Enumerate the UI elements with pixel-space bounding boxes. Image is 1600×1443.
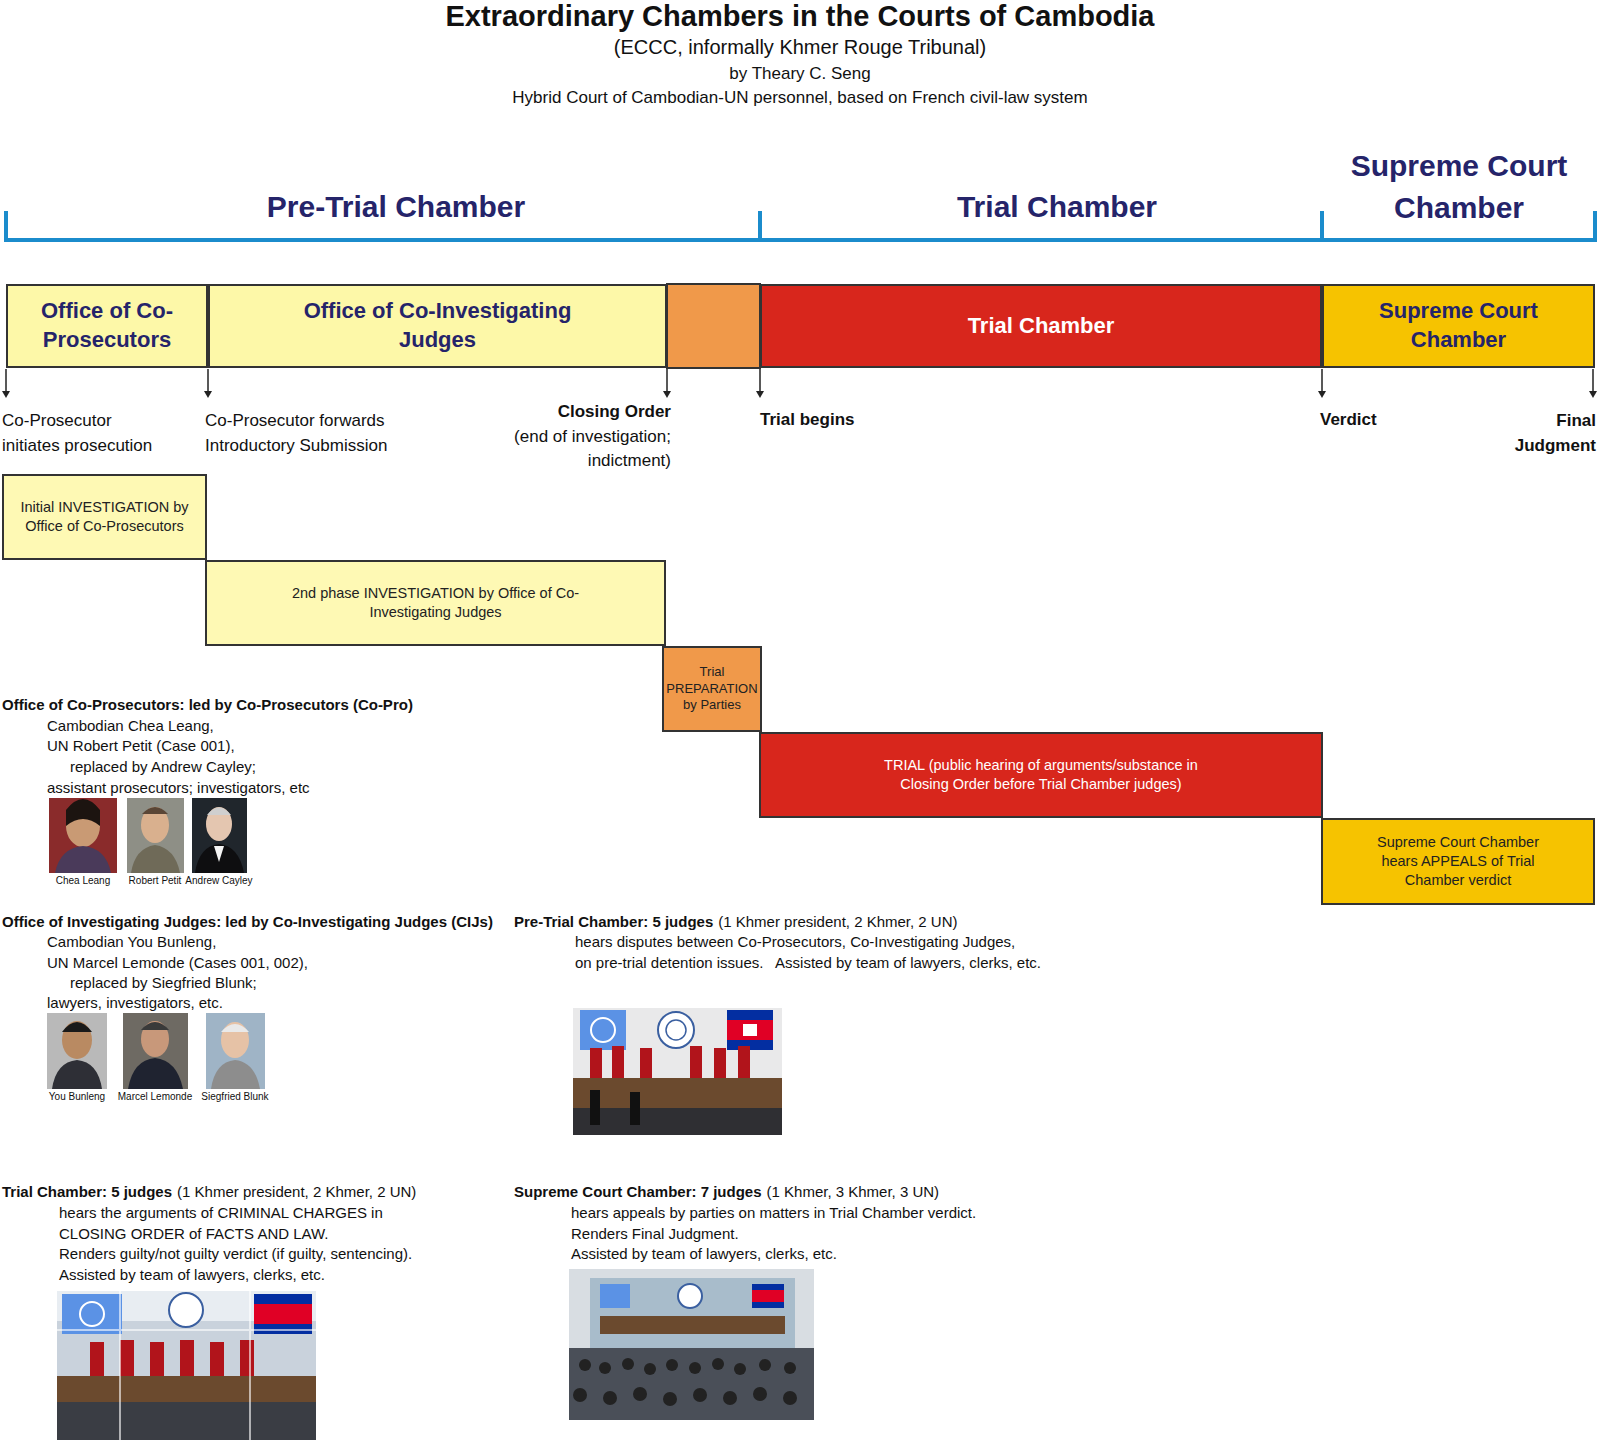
portrait-photo	[47, 1013, 107, 1089]
courtroom-photo	[57, 1291, 316, 1440]
box-text: Trial PREPARATION by Parties	[666, 664, 758, 715]
note-text: CLOSING ORDER of FACTS AND LAW.	[59, 1225, 329, 1243]
photo-caption: Robert Petit	[120, 875, 190, 887]
box-text: Supreme Court Chamber hears APPEALS of T…	[1368, 833, 1548, 890]
trial-preparation-band	[667, 284, 760, 368]
section-heading: Pre-Trial Chamber	[146, 189, 646, 225]
courtroom-photo	[569, 1269, 814, 1420]
box-text: TRIAL (public hearing of arguments/subst…	[866, 756, 1216, 794]
box-text: Trial Chamber	[841, 312, 1241, 341]
phase-bar: Supreme Court Chamber hears APPEALS of T…	[1321, 818, 1595, 905]
note-text: (1 Khmer president, 2 Khmer, 2 UN)	[177, 1183, 416, 1201]
office-box: Office of Co-Prosecutors	[6, 284, 208, 368]
photo-caption: Siegfried Blunk	[196, 1091, 274, 1103]
note-text: UN Marcel Lemonde (Cases 001, 002),	[47, 954, 308, 972]
note-text: (1 Khmer president, 2 Khmer, 2 UN)	[718, 913, 957, 931]
note-text: Cambodian You Bunleng,	[47, 933, 216, 951]
box-text: Office of Co-Prosecutors	[12, 297, 202, 354]
note-text: Office of Co-Prosecutors: led by Co-Pros…	[2, 696, 413, 714]
milestone-label: Trial begins	[760, 410, 854, 430]
note-text: UN Robert Petit (Case 001),	[47, 737, 235, 755]
note-text: lawyers, investigators, etc.	[47, 994, 223, 1012]
courtroom-photo	[573, 984, 782, 1135]
phase-bar: Trial PREPARATION by Parties	[662, 646, 762, 732]
milestone-label: Co-Prosecutor initiates prosecution	[2, 408, 172, 458]
photo-caption: Marcel Lemonde	[115, 1091, 195, 1103]
timeline-arrows	[2, 369, 1597, 398]
note-text: replaced by Siegfried Blunk;	[70, 974, 257, 992]
photo-caption: Chea Leang	[43, 875, 123, 887]
note-text: Assisted by team of lawyers, clerks, etc…	[59, 1266, 325, 1284]
phase-bar: TRIAL (public hearing of arguments/subst…	[759, 732, 1323, 818]
milestone-label: (end of investigation; indictment)	[496, 425, 671, 473]
portrait-photo	[127, 798, 184, 873]
note-text: hears appeals by parties on matters in T…	[571, 1204, 976, 1222]
portrait-photo	[192, 798, 247, 873]
section-heading: Trial Chamber	[807, 189, 1307, 225]
note-text: (1 Khmer, 3 Khmer, 3 UN)	[767, 1183, 940, 1201]
photo-caption: Andrew Cayley	[184, 875, 254, 887]
section-heading: Supreme Court Chamber	[1339, 145, 1579, 229]
note-text: Trial Chamber: 5 judges	[2, 1183, 172, 1201]
portrait-photo	[206, 1013, 265, 1089]
note-text: Cambodian Chea Leang,	[47, 717, 214, 735]
box-text: Supreme Court Chamber	[1359, 297, 1559, 354]
chamber-box: Supreme Court Chamber	[1322, 284, 1595, 368]
milestone-label: Closing Order	[471, 402, 671, 422]
note-text: Supreme Court Chamber: 7 judges	[514, 1183, 762, 1201]
portrait-photo	[49, 798, 117, 873]
note-text: Office of Investigating Judges: led by C…	[2, 913, 493, 931]
phase-bar: 2nd phase INVESTIGATION by Office of Co-…	[205, 560, 666, 646]
subtitle: (ECCC, informally Khmer Rouge Tribunal)	[350, 35, 1250, 59]
note-text: hears disputes between Co-Prosecutors, C…	[575, 933, 1015, 951]
box-text: 2nd phase INVESTIGATION by Office of Co-…	[276, 584, 596, 622]
subtitle: Hybrid Court of Cambodian-UN personnel, …	[350, 88, 1250, 108]
diagram-title: Extraordinary Chambers in the Courts of …	[300, 1, 1300, 33]
milestone-label: Verdict	[1320, 410, 1377, 430]
note-text: Assisted by team of lawyers, clerks, etc…	[571, 1245, 837, 1263]
phase-bar: Initial INVESTIGATION by Office of Co-Pr…	[2, 474, 207, 560]
office-box: Office of Co-Investigating Judges	[208, 284, 667, 368]
note-text: Pre-Trial Chamber: 5 judges	[514, 913, 713, 931]
note-text: hears the arguments of CRIMINAL CHARGES …	[59, 1204, 383, 1222]
subtitle: by Theary C. Seng	[350, 64, 1250, 84]
milestone-label: Co-Prosecutor forwards Introductory Subm…	[205, 408, 420, 458]
photo-caption: You Bunleng	[40, 1091, 114, 1103]
chamber-box: Trial Chamber	[760, 284, 1322, 368]
chamber-bracket	[6, 211, 1595, 240]
note-text: Renders Final Judgment.	[571, 1225, 739, 1243]
note-text: assistant prosecutors; investigators, et…	[47, 779, 310, 797]
note-text: Renders guilty/not guilty verdict (if gu…	[59, 1245, 412, 1263]
note-text: replaced by Andrew Cayley;	[70, 758, 256, 776]
box-text: Initial INVESTIGATION by Office of Co-Pr…	[6, 498, 203, 536]
note-text: on pre-trial detention issues. Assisted …	[575, 954, 1041, 972]
milestone-label: Final Judgment	[1504, 408, 1596, 458]
portrait-photo	[123, 1013, 188, 1089]
box-text: Office of Co-Investigating Judges	[298, 297, 578, 354]
